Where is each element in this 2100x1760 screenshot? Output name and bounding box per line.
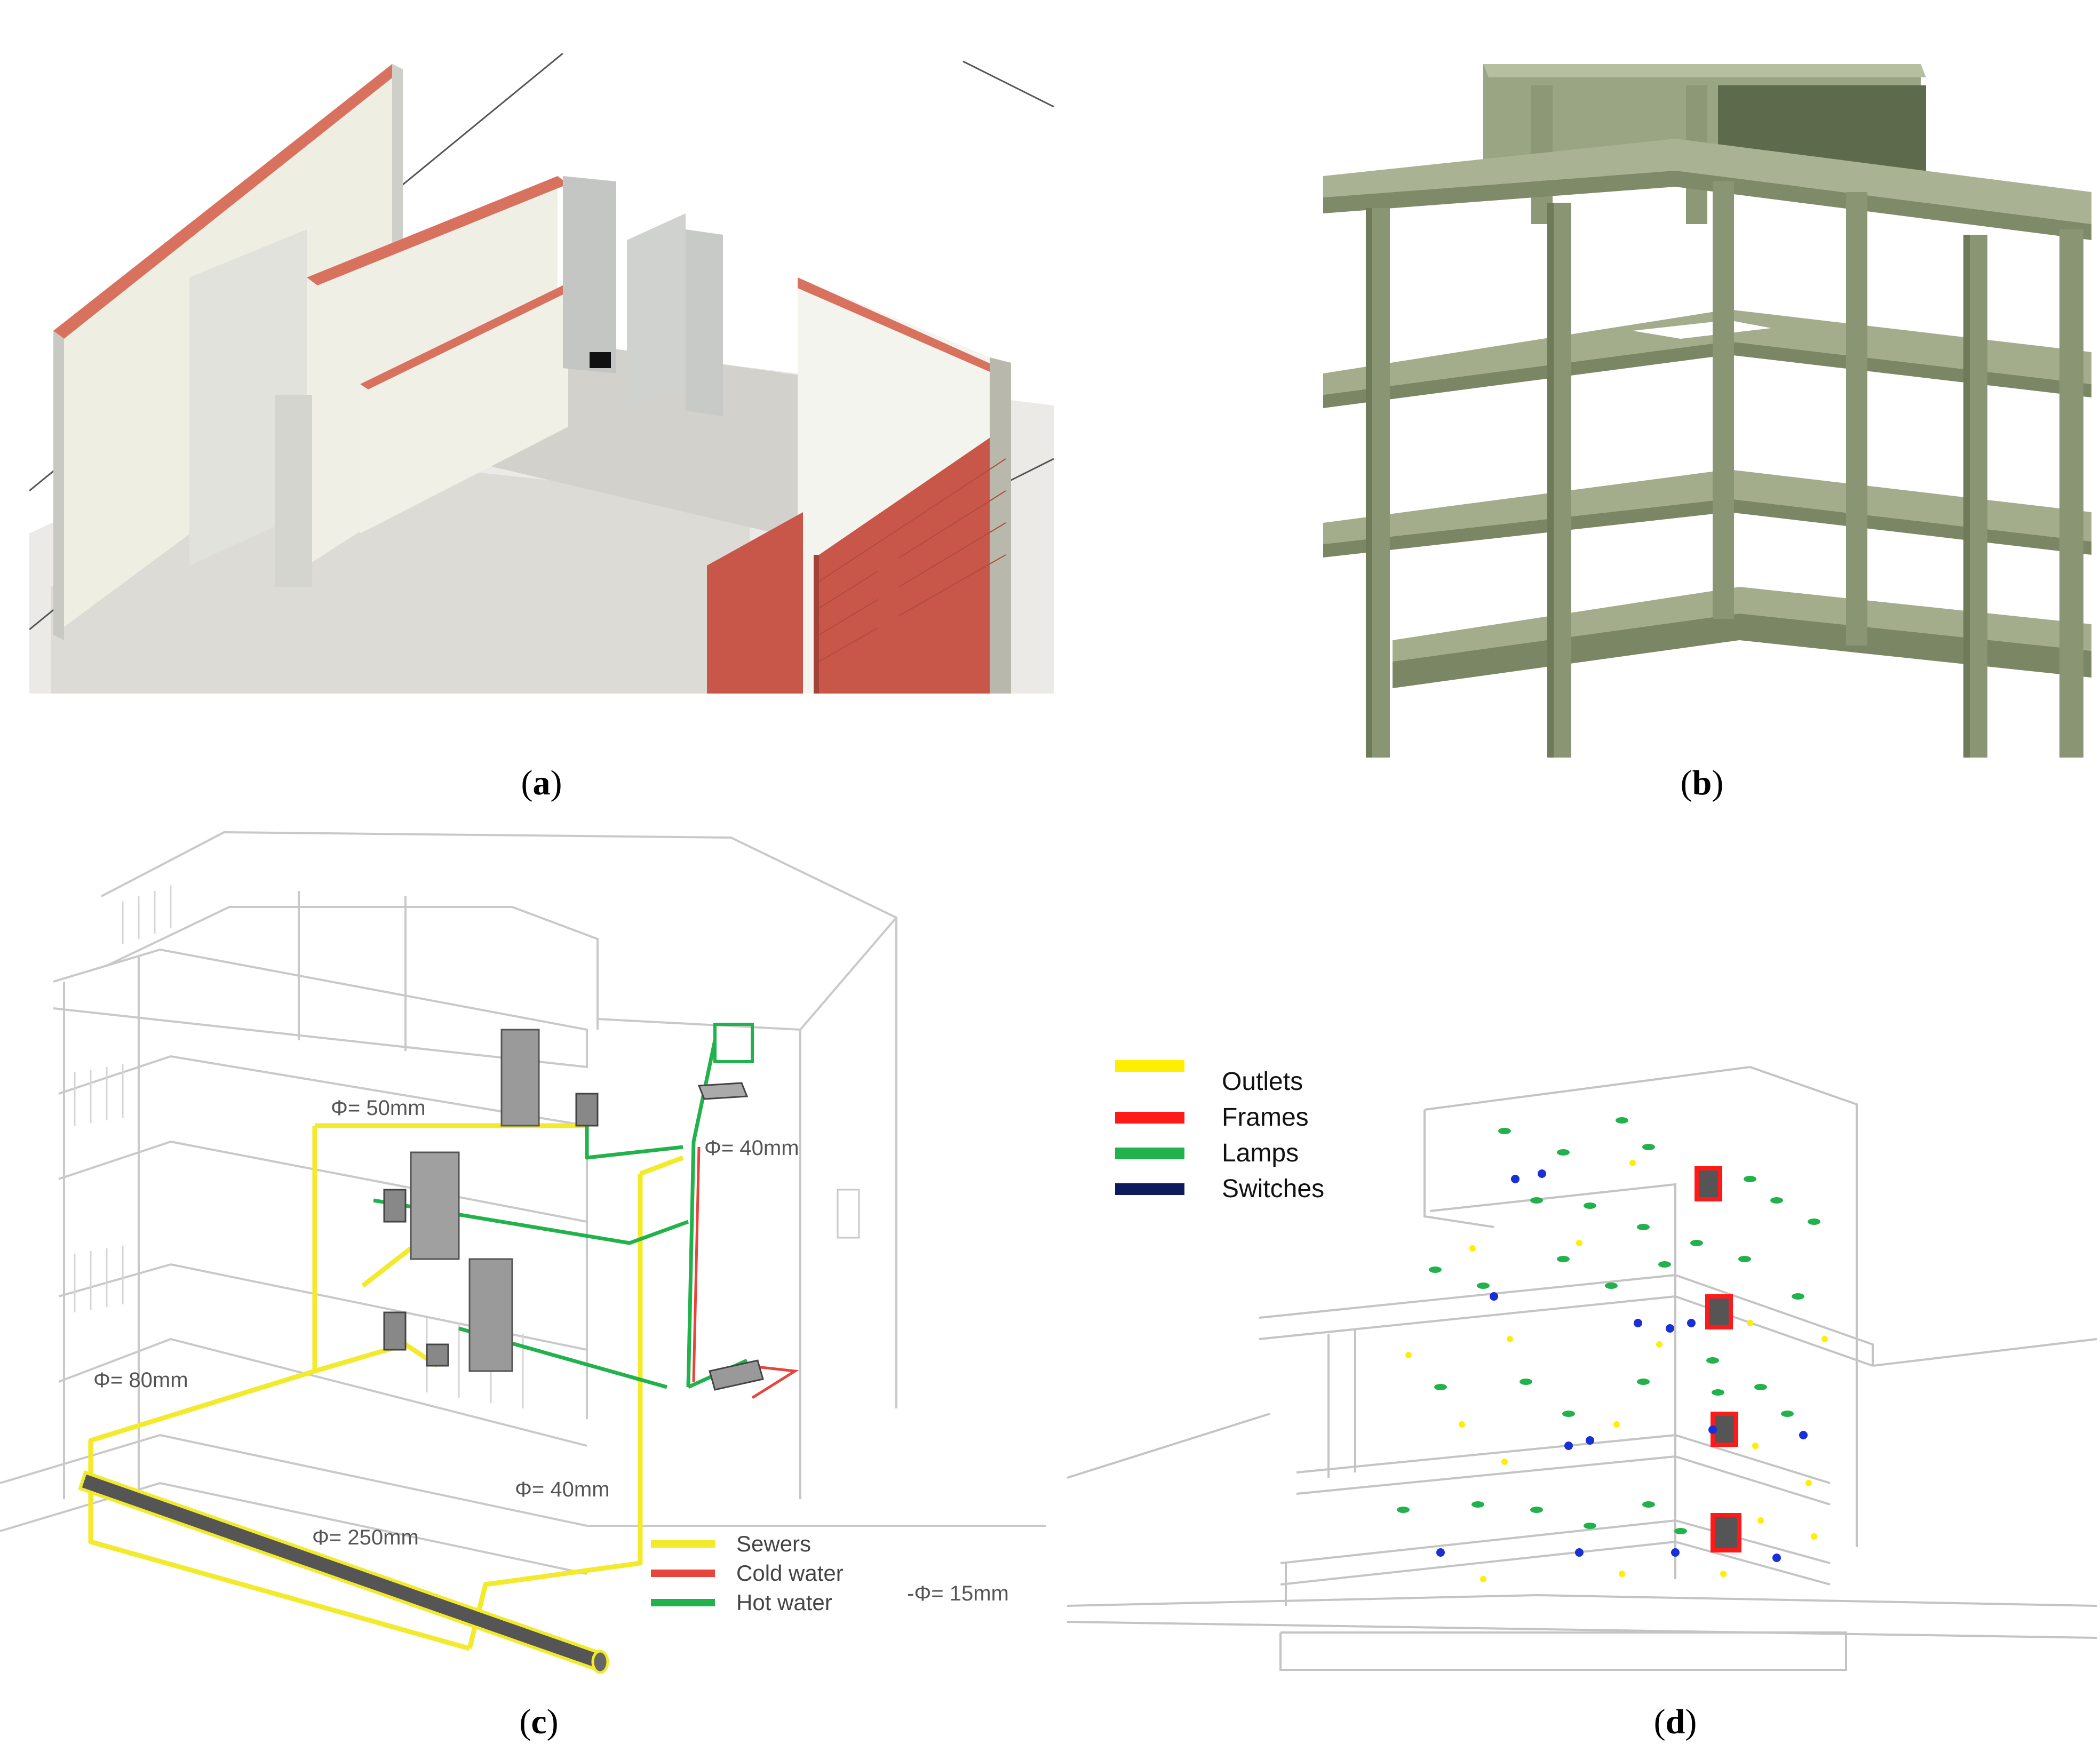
main-sewer-pipe bbox=[78, 1470, 609, 1674]
pipe-label-40mm-bottom: Φ= 40mm bbox=[515, 1478, 610, 1501]
swatch-hot-water bbox=[651, 1599, 715, 1606]
caption-a: (a) bbox=[521, 763, 562, 802]
legend-label-lamps: Lamps bbox=[1222, 1139, 1299, 1167]
pipe-label-50mm: Φ= 50mm bbox=[331, 1096, 426, 1120]
panel-c-plumbing-model: Φ= 50mm Φ= 40mm Φ= 80mm Φ= 40mm Φ= 250mm… bbox=[0, 806, 1046, 1741]
electrical-layout-drawing bbox=[1056, 1040, 2097, 1681]
caption-b: (b) bbox=[1680, 763, 1724, 802]
switch-markers bbox=[1436, 1169, 1808, 1562]
pipe-label-40mm-top: Φ= 40mm bbox=[704, 1136, 799, 1160]
legend-item-sewers: Sewers bbox=[651, 1531, 811, 1557]
swatch-lamps bbox=[1115, 1147, 1184, 1159]
outlet-markers bbox=[1405, 1160, 1828, 1582]
panel-a-architectural-model: (a) bbox=[29, 53, 1054, 802]
swatch-sewers bbox=[651, 1540, 715, 1548]
caption-c: (c) bbox=[519, 1702, 559, 1741]
legend-item-frames: Frames bbox=[1115, 1103, 1309, 1132]
legend-label-frames: Frames bbox=[1222, 1103, 1309, 1132]
swatch-switches bbox=[1115, 1183, 1184, 1195]
pipe-label-250mm: Φ= 250mm bbox=[312, 1526, 419, 1549]
caption-d: (d) bbox=[1653, 1702, 1697, 1741]
architectural-walls-drawing bbox=[29, 53, 1054, 694]
swatch-cold-water bbox=[651, 1570, 715, 1577]
legend-item-hot-water: Hot water bbox=[651, 1590, 832, 1615]
panel-d-electrical-model: Outlets Frames Lamps Switches (d) bbox=[1056, 1040, 2097, 1755]
legend-label-switches: Switches bbox=[1222, 1175, 1325, 1203]
pipe-label-15mm: -Φ= 15mm bbox=[907, 1582, 1009, 1605]
swatch-frames bbox=[1115, 1111, 1184, 1124]
legend-item-switches: Switches bbox=[1115, 1174, 1324, 1204]
electrical-frames bbox=[1695, 1166, 1741, 1552]
legend-label-cold-water: Cold water bbox=[736, 1560, 844, 1586]
legend-item-lamps: Lamps bbox=[1115, 1138, 1299, 1168]
legend-item-cold-water: Cold water bbox=[651, 1560, 844, 1586]
lamp-markers bbox=[1397, 1117, 1820, 1534]
panel-b-structural-model: (b) bbox=[1312, 53, 2097, 802]
structural-frame-drawing bbox=[1312, 53, 2097, 758]
swatch-outlets bbox=[1115, 1060, 1184, 1072]
legend-item-outlets: Outlets bbox=[1115, 1060, 1303, 1096]
legend-label-sewers: Sewers bbox=[736, 1531, 812, 1556]
legend-label-outlets: Outlets bbox=[1222, 1068, 1303, 1096]
plumbing-fixtures bbox=[383, 1023, 764, 1391]
legend-label-hot-water: Hot water bbox=[736, 1590, 832, 1615]
pipe-label-80mm: Φ= 80mm bbox=[93, 1368, 188, 1392]
plumbing-network-drawing bbox=[0, 806, 1046, 1713]
